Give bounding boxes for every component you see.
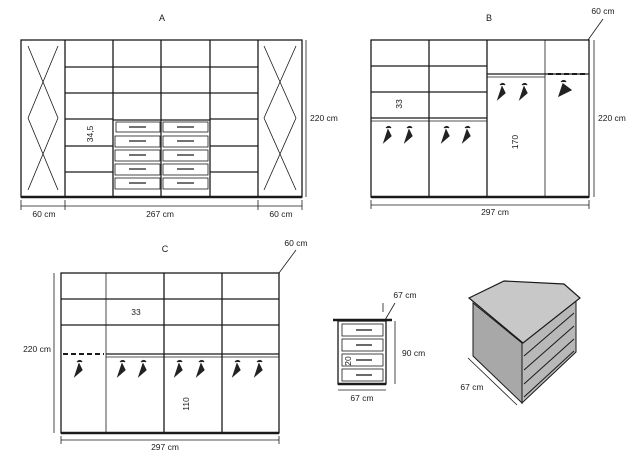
corner-unit: 67 cm	[460, 280, 581, 406]
drawer-unit-drawer-label: 20	[343, 356, 353, 366]
wardrobe-a-shelf-label: 34,5	[85, 125, 95, 142]
wardrobe-c-depth: 60 cm	[284, 238, 307, 248]
wardrobe-a-height: 220 cm	[310, 113, 338, 123]
drawer-unit-drawers	[341, 323, 384, 382]
wardrobe-b-title: B	[486, 13, 492, 23]
wardrobe-b: B 60 cm 33 170 220 cm 297 c	[370, 6, 626, 217]
drawer-unit-height: 90 cm	[402, 348, 425, 358]
wardrobe-b-width: 297 cm	[481, 207, 509, 217]
wardrobe-c-shelf-label: 33	[131, 307, 141, 317]
wardrobe-c-hangers	[73, 359, 263, 378]
wardrobe-a-drawers	[114, 121, 209, 190]
corner-unit-depth: 67 cm	[460, 382, 483, 392]
drawer-unit: 67 cm 20 90 cm 67 cm	[333, 290, 425, 403]
wardrobe-b-hangers	[382, 79, 573, 144]
wardrobe-a-left-width: 60 cm	[32, 209, 55, 219]
wardrobe-b-shelf-label: 33	[394, 99, 404, 109]
wardrobe-c: C 60 cm 33 110 220 cm 297 cm	[23, 238, 308, 452]
wardrobe-c-title: C	[162, 244, 169, 254]
wardrobe-c-frame	[60, 272, 280, 434]
wardrobe-c-width: 297 cm	[151, 442, 179, 452]
wardrobe-c-hanging-label: 110	[181, 397, 191, 411]
wardrobe-a: A	[20, 13, 338, 219]
wardrobe-b-height: 220 cm	[598, 113, 626, 123]
corner-unit-drawer-lines	[523, 312, 575, 398]
wardrobe-a-main-width: 267 cm	[146, 209, 174, 219]
corner-unit-top	[467, 280, 581, 344]
wardrobe-b-hanging-label: 170	[510, 135, 520, 149]
wardrobe-b-depth: 60 cm	[591, 6, 614, 16]
drawer-unit-top-depth: 67 cm	[393, 290, 416, 300]
wardrobe-a-right-width: 60 cm	[269, 209, 292, 219]
wardrobe-c-height: 220 cm	[23, 344, 51, 354]
drawer-unit-width: 67 cm	[350, 393, 373, 403]
wardrobe-a-title: A	[159, 13, 165, 23]
